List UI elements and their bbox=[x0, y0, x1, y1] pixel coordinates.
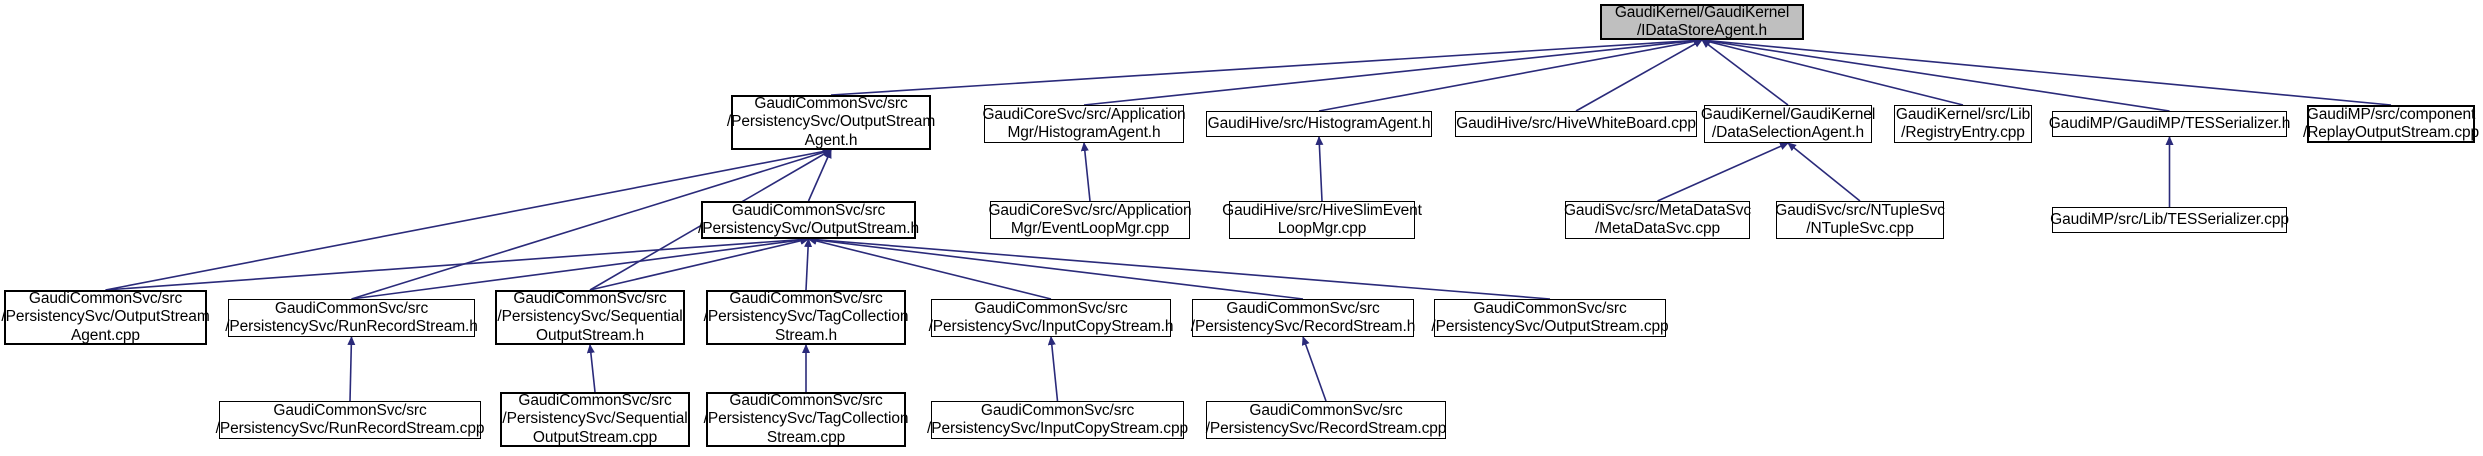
graph-node[interactable]: GaudiCommonSvc/src /PersistencySvc/Input… bbox=[927, 401, 1188, 439]
graph-edge bbox=[1657, 142, 1789, 202]
graph-node[interactable]: GaudiCoreSvc/src/Application Mgr/EventLo… bbox=[988, 201, 1192, 239]
graph-edge bbox=[1315, 136, 1324, 202]
graph-node[interactable]: GaudiMP/GaudiMP/TESSerializer.h bbox=[2049, 111, 2290, 137]
graph-node[interactable]: GaudiCommonSvc/src /PersistencySvc/TagCo… bbox=[703, 392, 909, 447]
graph-edge bbox=[589, 236, 810, 291]
graph-node[interactable]: GaudiCommonSvc/src /PersistencySvc/Recor… bbox=[1205, 401, 1447, 439]
graph-edge bbox=[1701, 37, 2170, 112]
graph-edge bbox=[1083, 36, 1703, 106]
graph-node[interactable]: GaudiMP/src/Lib/TESSerializer.cpp bbox=[2050, 207, 2289, 233]
graph-edge bbox=[1301, 336, 1327, 402]
graph-node[interactable]: GaudiKernel/GaudiKernel /DataSelectionAg… bbox=[1700, 105, 1876, 143]
graph-node-root[interactable]: GaudiKernel/GaudiKernel /IDataStoreAgent… bbox=[1600, 4, 1804, 40]
graph-node[interactable]: GaudiCoreSvc/src/Application Mgr/Histogr… bbox=[982, 105, 1186, 143]
graph-edge bbox=[347, 336, 356, 402]
graph-edge bbox=[1787, 142, 1861, 202]
graph-node[interactable]: GaudiSvc/src/NTupleSvc /NTupleSvc.cpp bbox=[1775, 201, 1945, 239]
graph-edge bbox=[807, 235, 1551, 300]
graph-node[interactable]: GaudiCommonSvc/src /PersistencySvc/RunRe… bbox=[225, 299, 478, 337]
graph-edge bbox=[804, 238, 813, 291]
graph-edge bbox=[105, 235, 810, 291]
graph-node[interactable]: GaudiHive/src/HiveSlimEvent LoopMgr.cpp bbox=[1222, 201, 1422, 239]
graph-node[interactable]: GaudiCommonSvc/src /PersistencySvc/Outpu… bbox=[698, 201, 919, 239]
graph-edge bbox=[1701, 39, 1789, 106]
graph-edge bbox=[1701, 38, 1964, 106]
graph-node[interactable]: GaudiCommonSvc/src /PersistencySvc/RunRe… bbox=[215, 401, 485, 439]
graph-edge bbox=[1080, 142, 1091, 202]
graph-edge bbox=[1318, 37, 1703, 112]
graph-edge bbox=[807, 149, 832, 202]
graph-edge bbox=[830, 36, 1703, 96]
graph-node[interactable]: GaudiHive/src/HistogramAgent.h bbox=[1206, 111, 1432, 137]
graph-edge bbox=[1575, 39, 1703, 112]
graph-node[interactable]: GaudiCommonSvc/src /PersistencySvc/Outpu… bbox=[726, 95, 936, 150]
graph-edge bbox=[586, 344, 596, 393]
graph-edge bbox=[1701, 36, 2392, 106]
graph-node[interactable]: GaudiCommonSvc/src /PersistencySvc/Seque… bbox=[500, 392, 690, 447]
graph-node[interactable]: GaudiCommonSvc/src /PersistencySvc/Outpu… bbox=[1, 290, 210, 345]
graph-node[interactable]: GaudiCommonSvc/src /PersistencySvc/Recor… bbox=[1190, 299, 1416, 337]
graph-node[interactable]: GaudiCommonSvc/src /PersistencySvc/TagCo… bbox=[703, 290, 909, 345]
graph-node[interactable]: GaudiSvc/src/MetaDataSvc /MetaDataSvc.cp… bbox=[1563, 201, 1752, 239]
graph-node[interactable]: GaudiMP/src/component /ReplayOutputStrea… bbox=[2302, 105, 2480, 143]
graph-node[interactable]: GaudiCommonSvc/src /PersistencySvc/Seque… bbox=[495, 290, 685, 345]
graph-node[interactable]: GaudiHive/src/HiveWhiteBoard.cpp bbox=[1455, 111, 1697, 137]
graph-node[interactable]: GaudiCommonSvc/src /PersistencySvc/Outpu… bbox=[1431, 299, 1669, 337]
graph-edge bbox=[1047, 336, 1059, 402]
graph-node[interactable]: GaudiCommonSvc/src /PersistencySvc/Input… bbox=[928, 299, 1174, 337]
graph-node[interactable]: GaudiKernel/src/Lib /RegistryEntry.cpp bbox=[1894, 105, 2032, 143]
